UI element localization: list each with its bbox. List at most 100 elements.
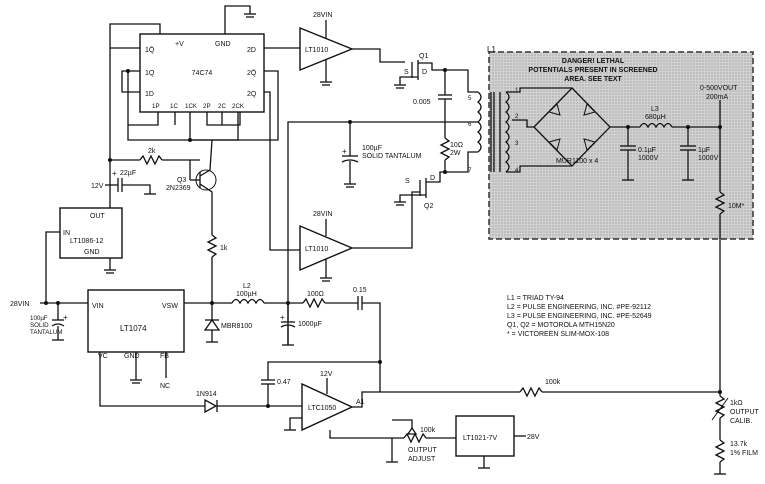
mosfet-q2 [394, 171, 445, 206]
lt1010-bottom-label: LT1010 [305, 246, 328, 253]
c-047-label: 0.47 [277, 379, 291, 386]
l1-pin-7: 7 [468, 167, 472, 174]
lt1021-supply: 28V [527, 434, 540, 441]
q3-part: 2N2369 [166, 185, 191, 192]
pin-1p: 1P [152, 103, 160, 110]
lt1086-gnd: GND [84, 249, 100, 256]
r-10ohm-power: 2W [450, 150, 461, 157]
pin-2c: 2C [218, 103, 226, 110]
lt1086-label: LT1086-12 [70, 238, 103, 245]
l2-value: 100µH [236, 291, 257, 298]
q1-source: S [404, 69, 409, 76]
hv-output-voltage: 0-500VOUT [700, 85, 738, 92]
resistor-13-7k [714, 439, 726, 463]
q2-drain: D [430, 175, 435, 182]
hv-output-current: 200mA [706, 94, 729, 101]
calib-1k-label: 1kΩ [730, 400, 743, 407]
cap-0005-label: 0.005 [413, 99, 431, 106]
ic-lt1074 [87, 289, 185, 353]
c-input-plus: + [63, 313, 68, 322]
cap-1uf-voltage: 1000V [698, 155, 719, 162]
resistor-10m [714, 191, 726, 215]
r-1k-label: 1k [220, 245, 228, 252]
cap-0-1uf-value: 0.1µF [638, 147, 656, 154]
lt1021-label: LT1021-7V [463, 435, 497, 442]
inductor-l2 [231, 298, 265, 305]
pin-1q-bar: 1Q̄ [145, 46, 155, 54]
pin-1q: 1Q [145, 70, 155, 77]
ic-74c74-label: 74C74 [192, 70, 213, 77]
l3-value: 680µH [645, 114, 666, 121]
ic-lt1086 [59, 207, 123, 259]
c-22uf-plus: + [112, 169, 117, 178]
c-input-type-2: TANTALUM [30, 329, 62, 336]
pin-1ck: 1CK [185, 103, 198, 110]
cap-100uf-tantalum-top [341, 122, 359, 188]
a1-label: A1 [356, 399, 365, 406]
cap-tant-value: 100µF [362, 145, 382, 152]
lt1010-top-label: LT1010 [305, 47, 328, 54]
cap-0-1uf-voltage: 1000V [638, 155, 659, 162]
note-l1: L1 = TRIAD TY-94 [507, 295, 564, 302]
l1-pin-2: 2 [515, 113, 519, 120]
c-015-label: 0.15 [353, 287, 367, 294]
pin-1c: 1C [170, 103, 178, 110]
lt1086-in: IN [63, 230, 70, 237]
lt1074-vin: VIN [92, 303, 104, 310]
cap-1uf [680, 127, 696, 181]
pot-output-adjust [403, 432, 427, 444]
pin-2p: 2P [203, 103, 211, 110]
note-l2: L2 = PULSE ENGINEERING, INC. #PE-92112 [507, 304, 651, 311]
rectifier-label: MUR1100 x 4 [556, 158, 598, 165]
pin-2q: 2Q [247, 91, 257, 98]
lt1086-out: OUT [90, 213, 106, 220]
pin-gnd: GND [215, 41, 231, 48]
l1-pin-5: 5 [468, 95, 472, 102]
lt1074-fb: FB [160, 353, 169, 360]
transformer-primary [476, 91, 482, 153]
l1-pin-4: 4 [515, 167, 519, 174]
opamp-ltc1050 [301, 382, 354, 432]
calib-label-2: CALIB. [730, 418, 752, 425]
c-1000uf-label: 1000µF [298, 321, 322, 328]
note-l3: L3 = PULSE ENGINEERING, INC. #PE-52649 [507, 313, 652, 320]
r-100k-label: 100k [545, 379, 561, 386]
resistor-100ohm [302, 297, 326, 309]
r-10ohm-value: 10Ω [450, 142, 463, 149]
r-137k-type: 1% FILM [730, 450, 758, 457]
r-137k-value: 13.7k [730, 441, 748, 448]
lt1010-top-supply: 28VIN [313, 12, 332, 19]
c-input-type-1: SOLID [30, 322, 49, 329]
ltc1050-label: LTC1050 [308, 405, 336, 412]
v12-label: 12V [91, 183, 104, 190]
inductor-l3 [639, 122, 673, 129]
output-adjust-2: ADJUST [408, 456, 436, 463]
pot-output-calib [714, 395, 726, 419]
c-input-value: 100µF [30, 315, 48, 322]
cap-1uf-value: 1µF [698, 147, 710, 154]
resistor-100k [519, 386, 543, 398]
note-victoreen: * = VICTOREEN SLIM-MOX-108 [507, 331, 609, 338]
v28in-label: 28VIN [10, 301, 29, 308]
driver-lt1010-top [299, 26, 354, 72]
c-22uf-label: 22µF [120, 170, 136, 177]
pin-2d: 2D [247, 47, 256, 54]
pin-1d: 1D [145, 91, 154, 98]
transistor-q3 [189, 139, 217, 235]
q3-label: Q3 [177, 177, 186, 184]
lt1010-bottom-supply: 28VIN [313, 211, 332, 218]
l1-label: L1 [487, 45, 496, 54]
danger-warning-1: DANGER! LETHAL [562, 58, 625, 65]
resistor-1k [206, 234, 218, 258]
mbr8100-label: MBR8100 [221, 323, 252, 330]
calib-label-1: OUTPUT [730, 409, 760, 416]
cap-tant-type: SOLID TANTALUM [362, 153, 422, 160]
ltc1050-supply: 12V [320, 371, 333, 378]
resistor-10ohm [439, 137, 451, 161]
l1-pin-3: 3 [515, 140, 519, 147]
l2-label: L2 [243, 283, 251, 290]
pin-2q-bar: 2Q̄ [247, 69, 257, 77]
pin-2ck: 2CK [232, 103, 245, 110]
